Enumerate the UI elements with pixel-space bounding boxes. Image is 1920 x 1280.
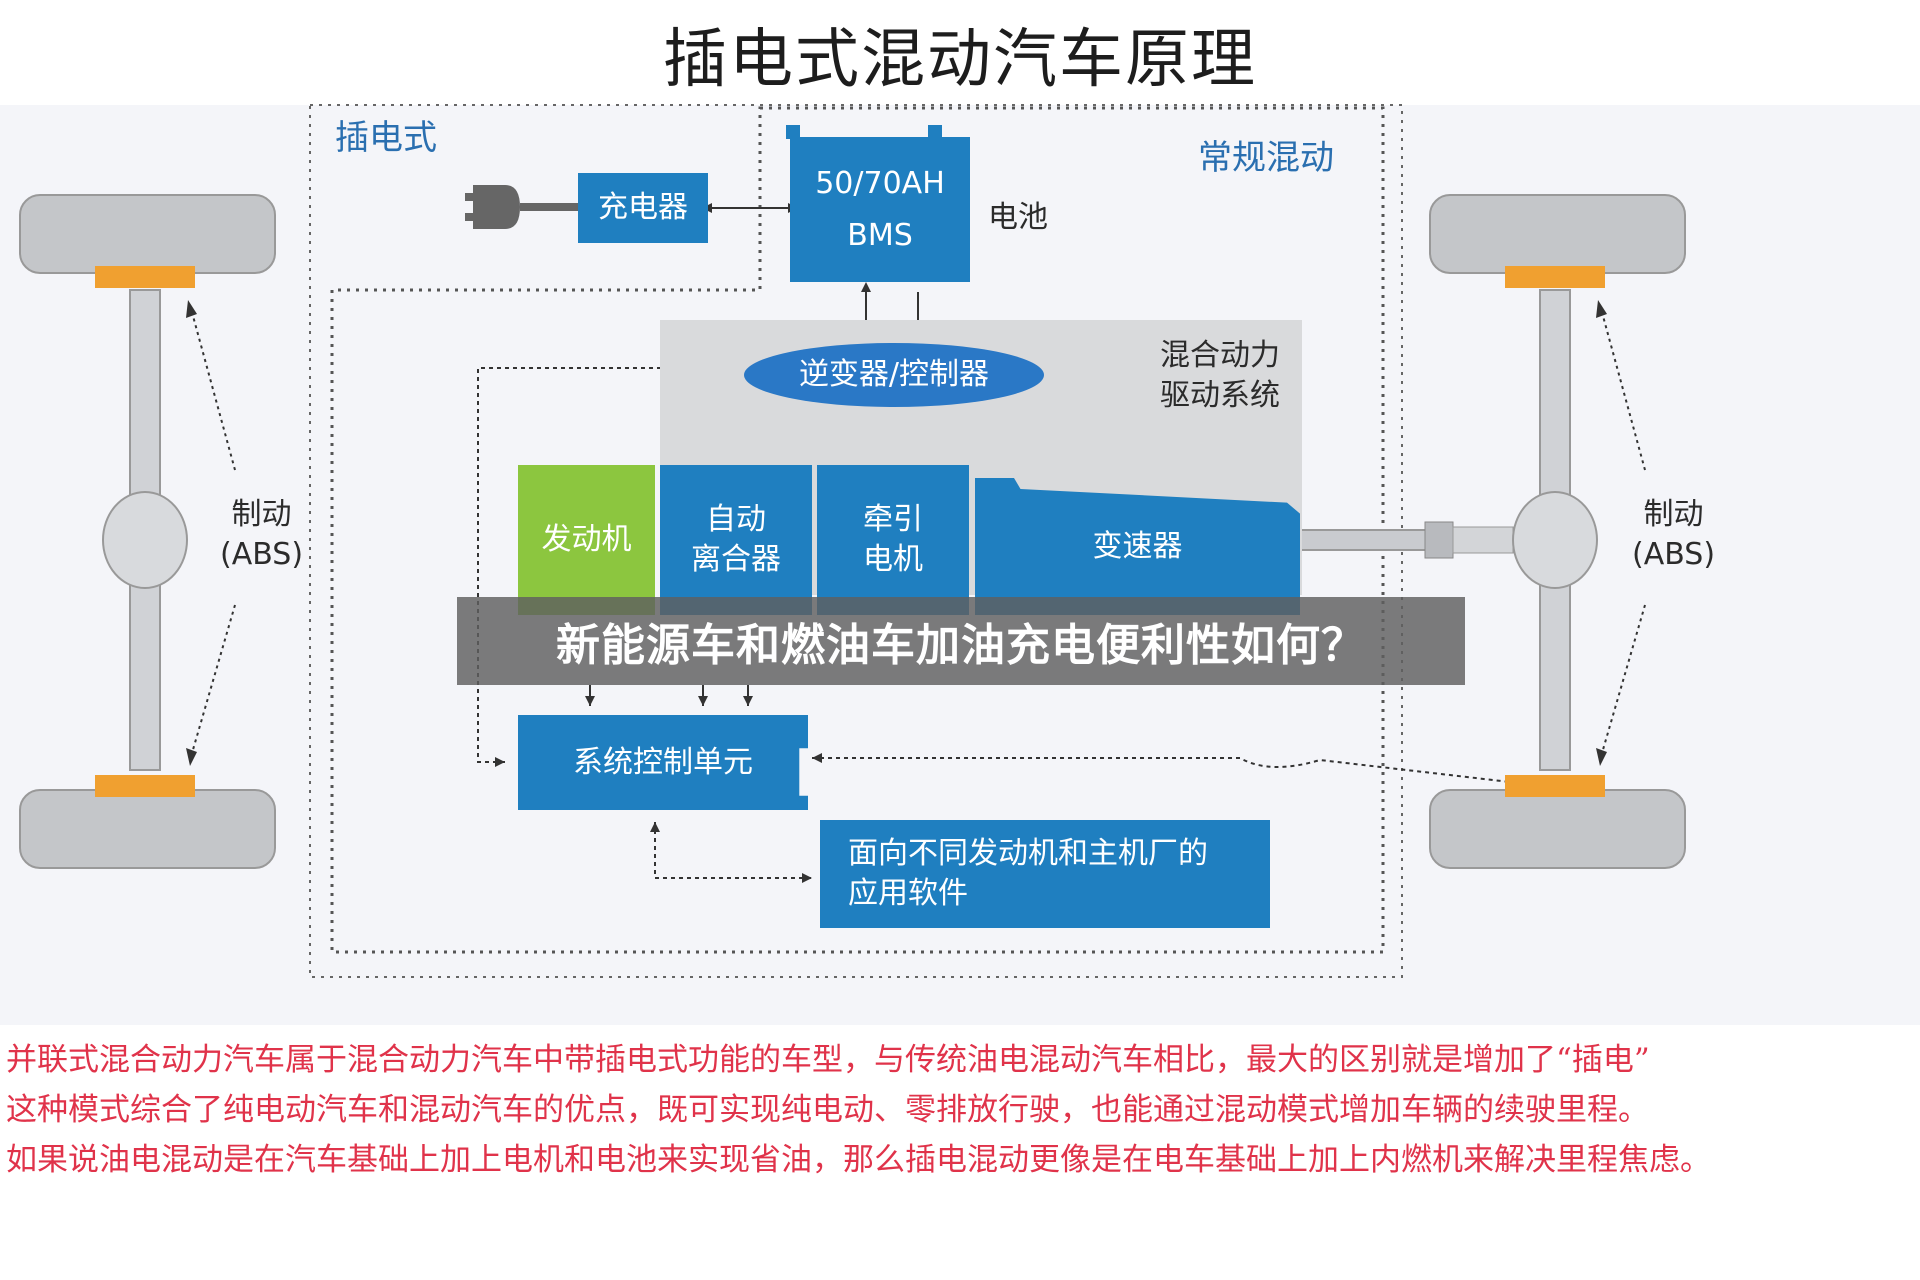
- hybrid-region-border: [330, 106, 1385, 954]
- caption-text: 新能源车和燃油车加油充电便利性如何？: [556, 620, 1366, 671]
- plugin-region-border: [309, 104, 1403, 978]
- drive-shaft: [1299, 529, 1441, 551]
- left-rear-wheel: [19, 789, 276, 869]
- right-rear-wheel: [1429, 789, 1686, 869]
- hybrid-system-line1: 混合动力: [1160, 338, 1280, 373]
- software-line2: 应用软件: [848, 876, 968, 911]
- shaft-segment: [1452, 526, 1514, 554]
- software-line1: 面向不同发动机和主机厂的: [848, 836, 1208, 871]
- charger-label: 充电器: [598, 190, 688, 225]
- motor-line1: 牵引: [863, 502, 923, 537]
- control-unit-box: 系统控制单元: [518, 715, 808, 810]
- software-box: 面向不同发动机和主机厂的 应用软件: [820, 820, 1270, 928]
- explanation-line-1: 并联式混合动力汽车属于混合动力汽车中带插电式功能的车型，与传统油电混动汽车相比，…: [6, 1042, 1650, 1078]
- explanation-line-2: 这种模式综合了纯电动汽车和混动汽车的优点，既可实现纯电动、零排放行驶，也能通过混…: [6, 1092, 1649, 1128]
- engine-label: 发动机: [541, 522, 632, 557]
- left-abs-line1: 制动: [231, 497, 292, 532]
- battery-capacity: 50/70AH: [815, 165, 945, 201]
- clutch-line1: 自动: [706, 502, 766, 537]
- right-front-hub: [1505, 266, 1605, 288]
- diagram-title: 插电式混动汽车原理: [663, 23, 1257, 97]
- control-software-link: [654, 822, 812, 879]
- clutch-line2: 离合器: [691, 542, 781, 577]
- right-axle: [1429, 194, 1686, 869]
- transmission-box: 变速器: [975, 478, 1300, 615]
- control-wheel-link: [812, 757, 1511, 783]
- battery-terminal-left: [786, 125, 800, 139]
- shaft-coupling: [1424, 521, 1454, 559]
- left-rear-hub: [95, 775, 195, 797]
- plug-icon: [465, 185, 580, 229]
- caption-banner: 新能源车和燃油车加油充电便利性如何？: [457, 597, 1465, 685]
- right-abs-line1: 制动: [1643, 497, 1704, 532]
- motor-line2: 电机: [863, 542, 923, 577]
- battery-label: 电池: [988, 200, 1048, 235]
- left-front-wheel: [19, 194, 276, 274]
- engine-box: 发动机: [518, 465, 655, 615]
- left-abs-line2: (ABS): [220, 537, 304, 572]
- battery-box: 50/70AH BMS: [790, 137, 970, 282]
- clutch-box: 自动 离合器: [660, 465, 812, 615]
- inverter-label: 逆变器/控制器: [798, 357, 990, 392]
- control-unit-label: 系统控制单元: [573, 744, 753, 780]
- left-front-hub: [95, 266, 195, 288]
- left-abs-arrow-up: [189, 304, 236, 471]
- explanation-line-3: 如果说油电混动是在汽车基础上加上电机和电池来实现省油，那么插电混动更像是在电车基…: [6, 1142, 1711, 1178]
- plugin-region-label: 插电式: [335, 118, 437, 158]
- hybrid-system-label: 混合动力 驱动系统: [1160, 336, 1280, 416]
- right-rear-hub: [1505, 775, 1605, 797]
- right-front-wheel: [1429, 194, 1686, 274]
- battery-bms: BMS: [847, 217, 913, 253]
- hybrid-system-line2: 驱动系统: [1160, 378, 1280, 413]
- left-abs-arrow-down: [189, 604, 236, 761]
- inverter-controller: 逆变器/控制器: [744, 343, 1044, 407]
- right-abs-arrow-up: [1599, 304, 1646, 471]
- hybrid-region-label: 常规混动: [1198, 138, 1334, 178]
- charger-box: 充电器: [578, 173, 708, 243]
- right-abs-line2: (ABS): [1632, 537, 1716, 572]
- battery-terminal-right: [928, 125, 942, 139]
- left-abs-label: 制动 (ABS): [220, 495, 303, 575]
- control-inverter-loop: [477, 367, 740, 763]
- motor-box: 牵引 电机: [817, 465, 969, 615]
- right-abs-arrow-down: [1599, 604, 1646, 761]
- explanation-text: 并联式混合动力汽车属于混合动力汽车中带插电式功能的车型，与传统油电混动汽车相比，…: [6, 1035, 1711, 1185]
- left-axle: [19, 194, 276, 869]
- right-abs-label: 制动 (ABS): [1632, 495, 1715, 575]
- transmission-label: 变速器: [1092, 528, 1183, 564]
